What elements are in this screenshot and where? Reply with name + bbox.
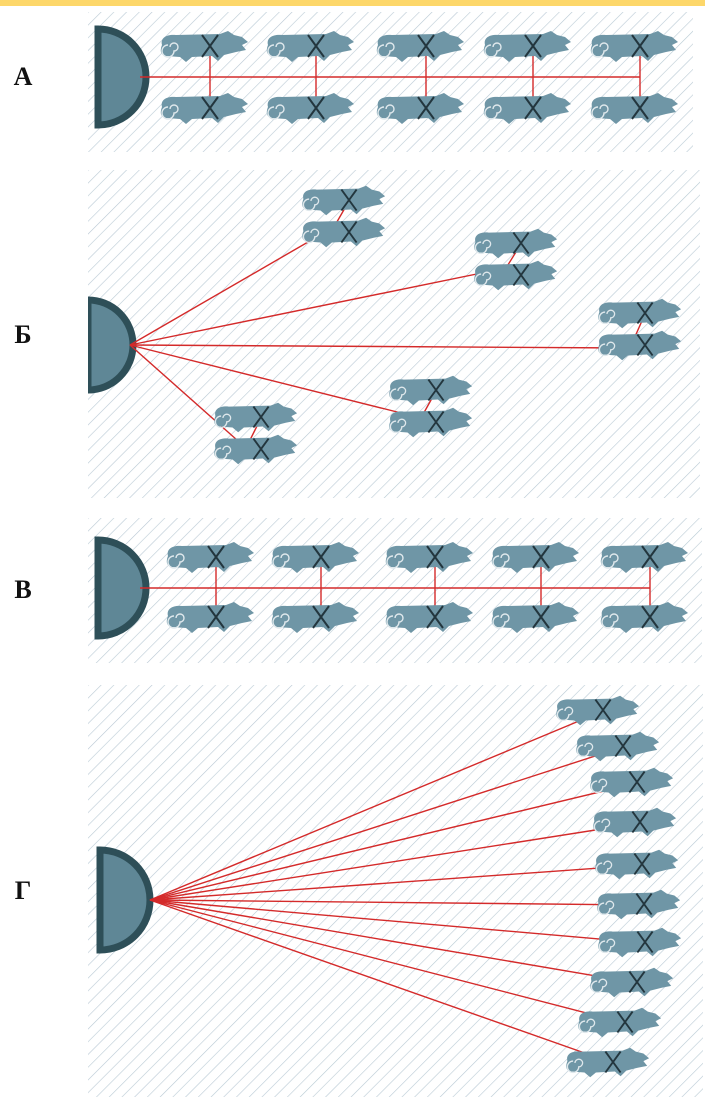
panel-c [88, 518, 702, 663]
sled-dog-icon [376, 31, 464, 62]
sled-dog-icon [389, 375, 473, 406]
sled-dog-icon [271, 542, 359, 573]
tow-line [149, 864, 643, 901]
tow-line [129, 226, 335, 346]
sled-icon [94, 25, 150, 129]
panel-label-c: В [14, 575, 32, 604]
tow-line [129, 344, 631, 349]
sled-dog-icon [491, 602, 579, 633]
tow-line [149, 782, 638, 901]
sled-dog-icon [302, 185, 386, 216]
sled-dog-icon [593, 807, 677, 838]
sled-dog-icon [474, 260, 558, 291]
sled-dog-icon [595, 849, 679, 880]
hitch-diagram-d [88, 685, 703, 1097]
sled-dog-icon [600, 542, 688, 573]
sled-dog-icon [385, 602, 473, 633]
tow-line [149, 822, 641, 901]
sled-dog-icon [389, 407, 473, 438]
panel-b [88, 170, 700, 498]
sled-dog-icon [483, 31, 571, 62]
tow-line [129, 267, 507, 346]
sled-dog-icon [556, 695, 640, 726]
panel-d [88, 685, 703, 1097]
sled-dog-icon [598, 330, 682, 361]
hitch-diagram-a [88, 12, 693, 152]
tow-line [149, 899, 645, 906]
sled-dog-icon [491, 542, 579, 573]
hatched-background [88, 12, 693, 152]
sled-dog-icon [566, 1047, 650, 1078]
sled-dog-icon [600, 602, 688, 633]
sled-dog-icon [160, 93, 248, 124]
sled-dog-icon [590, 967, 674, 998]
tow-line [129, 344, 422, 419]
sled-dog-icon [590, 31, 678, 62]
tow-line [149, 899, 646, 944]
sled-dog-icon [578, 1007, 662, 1038]
panel-a [88, 12, 693, 152]
tow-line [129, 344, 247, 449]
sled-dog-icon [266, 31, 354, 62]
sled-dog-icon [576, 731, 660, 762]
sled-dog-icon [214, 434, 298, 465]
sled-dog-icon [598, 298, 682, 329]
panel-label-a: А [13, 62, 33, 91]
panel-label-d: Г [14, 876, 32, 905]
tow-line [149, 710, 604, 901]
sled-dog-icon [483, 93, 571, 124]
accent-bar [0, 0, 705, 6]
hatched-background [88, 518, 702, 663]
sled-dog-icon [160, 31, 248, 62]
tow-line [149, 899, 614, 1064]
sled-dog-icon [266, 93, 354, 124]
sled-dog-icon [598, 927, 682, 958]
sled-icon [94, 536, 150, 640]
sled-dog-icon [166, 602, 254, 633]
tow-line [149, 899, 626, 1024]
sled-dog-icon [385, 542, 473, 573]
sled-dog-icon [376, 93, 464, 124]
panel-label-b: Б [14, 320, 32, 349]
sled-dog-icon [474, 228, 558, 259]
sled-dog-icon [590, 767, 674, 798]
sled-icon [96, 846, 154, 954]
sled-dog-icon [302, 217, 386, 248]
tow-line [149, 899, 638, 984]
tow-line [149, 746, 624, 901]
hitch-diagram-b [88, 170, 700, 498]
hatched-background [88, 170, 700, 498]
hitch-diagram-c [88, 518, 702, 663]
sled-dog-icon [597, 889, 681, 920]
sled-dog-icon [166, 542, 254, 573]
sled-dog-icon [271, 602, 359, 633]
sled-dog-icon [590, 93, 678, 124]
sled-dog-icon [214, 402, 298, 433]
